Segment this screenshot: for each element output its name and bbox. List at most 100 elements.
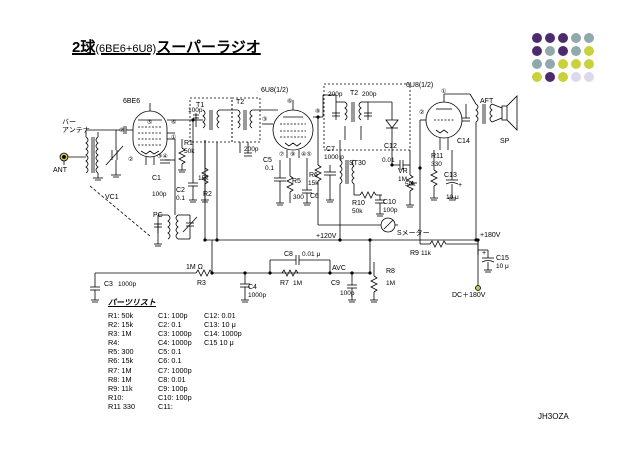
- title-tail: スーパーラジオ: [156, 39, 261, 56]
- avc-label: AVC: [332, 265, 346, 272]
- r8-label: R8: [386, 268, 395, 275]
- r9-label: R9: [410, 250, 419, 257]
- c13-label: C13: [444, 172, 457, 179]
- antenna-jack: [59, 152, 86, 165]
- c14-capacitor: [462, 104, 470, 122]
- c2-label: C2: [176, 187, 185, 194]
- r2-label: R2: [203, 191, 212, 198]
- r8-resistor: [369, 240, 378, 303]
- parts-list-item: C13: 10 μ: [204, 320, 236, 330]
- tube2-pin6: ⑥: [287, 98, 292, 105]
- parts-list-item: C6: 0.1: [158, 356, 182, 366]
- c14-label: C14: [457, 138, 470, 145]
- t2-if-transformer-2: [322, 83, 411, 151]
- r1-resistor: [178, 139, 186, 173]
- r7-label: R7: [280, 280, 289, 287]
- c15-label: C15: [496, 255, 509, 262]
- tube1-pin1: ①: [171, 134, 176, 141]
- decorative-dot: [558, 46, 568, 56]
- r6-label: R6: [309, 172, 318, 179]
- decorative-dot: [571, 72, 581, 82]
- c15-plus: +: [482, 250, 486, 257]
- st30-label: ST30: [349, 160, 366, 167]
- parts-list-item: R3: 1M: [108, 329, 132, 339]
- tube2-pin8: ⑧: [315, 108, 320, 115]
- c7-capacitor: [324, 165, 336, 203]
- c3-label: C3: [104, 281, 113, 288]
- dc180-label: DC＋180V: [452, 291, 486, 299]
- tube2-pin9: ⑨: [290, 151, 295, 158]
- tube1-pin34: ③④: [157, 153, 168, 160]
- r1-label: R1: [184, 140, 193, 147]
- c8-capacitor: [269, 255, 331, 273]
- r6-value: 15k: [308, 180, 319, 187]
- c2-capacitor: [188, 120, 198, 203]
- r9-resistor: [419, 168, 479, 258]
- c5-label: C5: [263, 157, 272, 164]
- pc-label: PC: [153, 212, 163, 219]
- c8-value: 0.01 μ: [302, 251, 320, 258]
- r5-resistor: [286, 158, 294, 203]
- c9-value: 100p: [340, 290, 355, 297]
- c7-value: 1000 p: [324, 154, 344, 161]
- parts-list-heading: パーツリスト: [108, 298, 156, 307]
- decorative-dot: [545, 46, 555, 56]
- r9-value: 11k: [421, 250, 432, 257]
- decorative-dot: [532, 46, 542, 56]
- parts-list-item: C5: 0.1: [158, 347, 182, 357]
- c12-label: C12: [384, 143, 397, 150]
- c1-value: 100p: [152, 191, 167, 198]
- r3-value: 1M Ω: [186, 264, 203, 271]
- c12-value: 0.01: [382, 157, 395, 164]
- st30-transformer: [339, 140, 355, 240]
- oscillator-coil: [157, 139, 190, 240]
- junction-dots: [191, 115, 480, 275]
- tube2-pin45: ④⑤: [301, 151, 312, 158]
- gang-dashed-line: [89, 185, 151, 237]
- detector-diode: [368, 101, 399, 165]
- c13-value: 10 μ: [446, 194, 459, 201]
- c10-value: 100p: [383, 207, 398, 214]
- r11-resistor: [430, 150, 438, 201]
- tube1-pin2: ②: [128, 156, 133, 163]
- c13-plus: +: [458, 182, 462, 189]
- tube2-pin3: ③: [262, 116, 267, 123]
- speaker: [501, 95, 518, 131]
- c8-label: C8: [284, 251, 293, 258]
- decorative-dot: [584, 46, 594, 56]
- decorative-dot: [545, 72, 555, 82]
- parts-list-item: C2: 0.1: [158, 320, 182, 330]
- r6-resistor: [314, 117, 322, 225]
- parts-list-item: R11 330: [108, 401, 136, 411]
- cap-200p-label-b: 200p: [328, 91, 343, 98]
- tube3-label: 6U8(1/2): [406, 82, 433, 89]
- tube2-6u8: [262, 100, 323, 158]
- c15-capacitor: [477, 240, 495, 288]
- t1-label: T1: [196, 102, 204, 109]
- decorative-dot: [571, 46, 581, 56]
- parts-list-item: R2: 15k: [108, 320, 134, 330]
- r5-label: R5: [292, 178, 301, 185]
- decorative-dot: [584, 72, 594, 82]
- c9-capacitor: [347, 273, 357, 303]
- c10-label: C10: [383, 199, 396, 206]
- ant-label: ANT: [53, 167, 68, 174]
- c5-value: 0.1: [265, 165, 274, 172]
- sp-label: SP: [500, 138, 510, 145]
- parts-list-item: C10: 100p: [158, 392, 192, 402]
- c3-value: 1000p: [118, 281, 136, 288]
- bar-antenna-coil: [85, 129, 116, 174]
- parts-list-item: C12: 0.01: [204, 311, 236, 320]
- vc1-variable-capacitor: [93, 130, 124, 181]
- tube3-pin1: ①: [441, 88, 446, 95]
- c6-capacitor: [302, 158, 312, 206]
- tube-6be6: [132, 103, 193, 165]
- r11-value: 330: [431, 161, 442, 168]
- tube1-pin5: ⑤: [147, 119, 152, 126]
- c15-value: 10 μ: [496, 263, 509, 270]
- c10-capacitor: [375, 195, 385, 217]
- decorative-dot: [558, 59, 568, 69]
- parts-list-item: R9: 11k: [108, 383, 133, 393]
